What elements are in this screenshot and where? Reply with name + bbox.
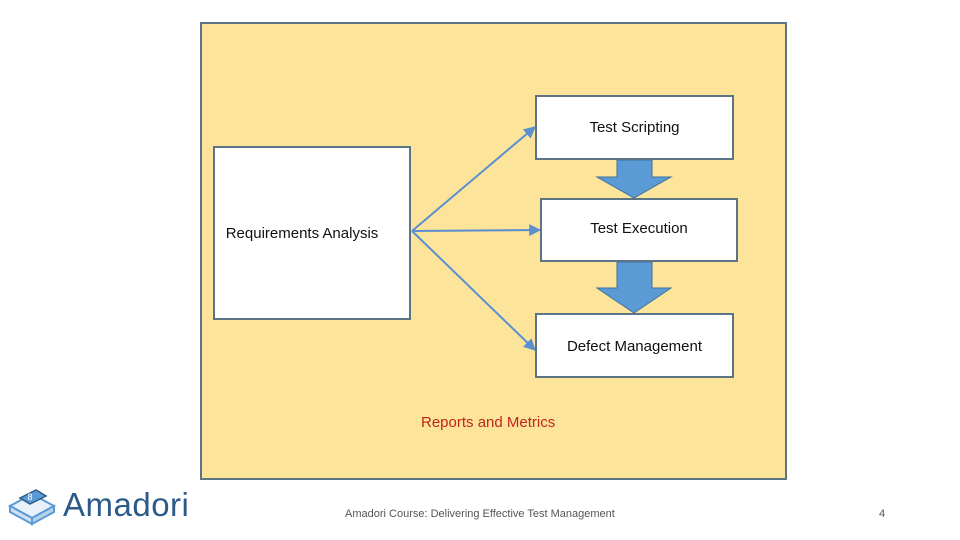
svg-text:8: 8 — [27, 492, 32, 502]
amadori-logo-icon: 8 — [7, 489, 57, 526]
arrow-req-to-scripting — [411, 126, 536, 232]
amadori-logo-text: Amadori — [63, 486, 190, 523]
defect-management-label: Defect Management — [566, 338, 703, 355]
arrow-req-to-defect — [411, 230, 536, 351]
requirements-analysis-box: Requirements Analysis — [213, 146, 411, 320]
test-execution-label: Test Execution — [590, 219, 688, 237]
arrow-req-to-execution — [411, 224, 542, 237]
page-number: 4 — [879, 508, 886, 520]
requirements-analysis-label: Requirements Analysis — [225, 224, 379, 242]
test-scripting-box: Test Scripting — [535, 95, 734, 160]
flow-arrow-scripting-to-execution — [595, 159, 673, 199]
flow-arrow-execution-to-defect — [595, 261, 673, 314]
amadori-logo: 8 Amadori — [6, 484, 196, 530]
test-execution-box: Test Execution — [540, 198, 738, 262]
test-scripting-label: Test Scripting — [589, 119, 680, 136]
course-title-footer: Amadori Course: Delivering Effective Tes… — [345, 508, 615, 520]
reports-and-metrics-label: Reports and Metrics — [421, 414, 556, 431]
defect-management-box: Defect Management — [535, 313, 734, 378]
